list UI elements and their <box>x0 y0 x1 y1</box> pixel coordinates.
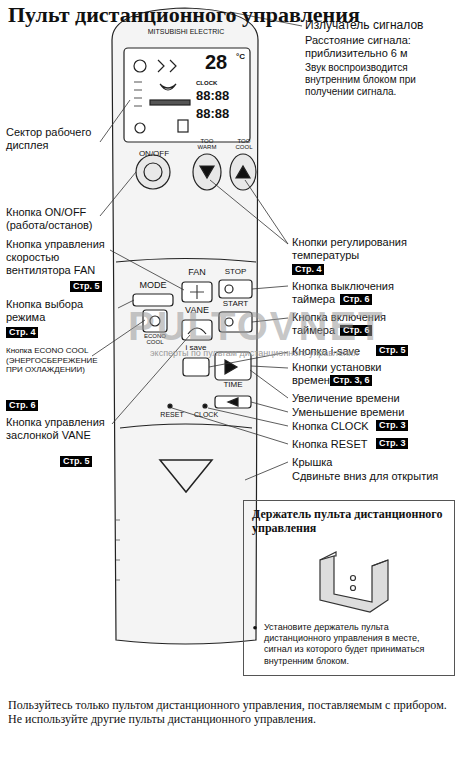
button-text: STOP <box>219 268 252 276</box>
button-text: MODE <box>133 281 173 290</box>
vane-label: Кнопка управления заслонкой VANE <box>6 416 110 442</box>
mode-label: Кнопка выбора режима <box>6 298 110 324</box>
display-label: Сектор рабочего дисплея <box>6 126 102 152</box>
page-ref: Стр. 4 <box>292 264 324 275</box>
button-text: RESET <box>156 411 188 418</box>
display-text: CLOCK <box>196 80 226 87</box>
emitter-label: Излучатель сигналов <box>305 18 460 32</box>
box-heading: Держатель пульта дистанционного управлен… <box>252 507 446 536</box>
econo-label: Кнопка ECONO COOL (ЭНЕРГОСБЕРЕЖЕНИЕ ПРИ … <box>6 346 92 375</box>
bullet <box>253 626 257 630</box>
watermark: PULTOVNET <box>128 302 448 350</box>
page-ref: Стр. 6 <box>6 400 38 411</box>
page-ref: Стр. 3 <box>376 438 408 449</box>
button-text: ON/OFF <box>136 150 172 158</box>
page-ref: Стр. 6 <box>340 294 372 305</box>
display-time: 88:88 <box>196 106 248 122</box>
brand-logo: MITSUBISHI ELECTRIC <box>124 28 248 35</box>
page-ref: Стр. 5 <box>60 456 92 467</box>
page-ref: Стр. 3 <box>376 420 408 431</box>
time-up-label: Увеличение времени <box>292 392 452 405</box>
button-text: TOO COOL <box>229 138 259 151</box>
reset-label: Кнопка RESET <box>292 438 382 451</box>
page-ref: Стр. 3, 6 <box>330 375 372 386</box>
box-note: Установите держатель пульта дистанционно… <box>252 622 446 667</box>
fan-label: Кнопка управления скоростью вентилятора … <box>6 238 110 278</box>
sound-note: Звук воспроизводится внутренним блоком п… <box>305 62 460 98</box>
clock-label: Кнопка CLOCK <box>292 420 382 433</box>
page-ref: Стр. 4 <box>6 327 38 338</box>
button-text: TIME <box>215 381 251 389</box>
holder-box: Держатель пульта дистанционного управлен… <box>243 500 455 676</box>
time-down-label: Уменьшение времени <box>292 406 452 419</box>
cover-note: Сдвиньте вниз для открытия <box>292 470 452 483</box>
display-temp: 28 <box>205 50 239 74</box>
watermark-note: эксперты по пультам дистанционного управ… <box>150 348 450 359</box>
usage-note: Пользуйтесь только пультом дистанционног… <box>8 698 458 727</box>
button-text: TOO WARM <box>192 138 222 151</box>
display-time: 88:88 <box>196 88 248 104</box>
cover-label: Крышка <box>292 456 452 469</box>
temp-label: Кнопки регулирования температуры <box>292 236 452 262</box>
onoff-label: Кнопка ON/OFF (работа/останов) <box>6 206 110 232</box>
button-text: CLOCK <box>190 411 222 418</box>
range-note: Расстояние сигнала: приблизительно 6 м <box>305 34 460 60</box>
display-unit: °C <box>236 52 250 62</box>
page-ref: Стр. 5 <box>70 281 102 292</box>
button-text: FAN <box>182 268 212 277</box>
